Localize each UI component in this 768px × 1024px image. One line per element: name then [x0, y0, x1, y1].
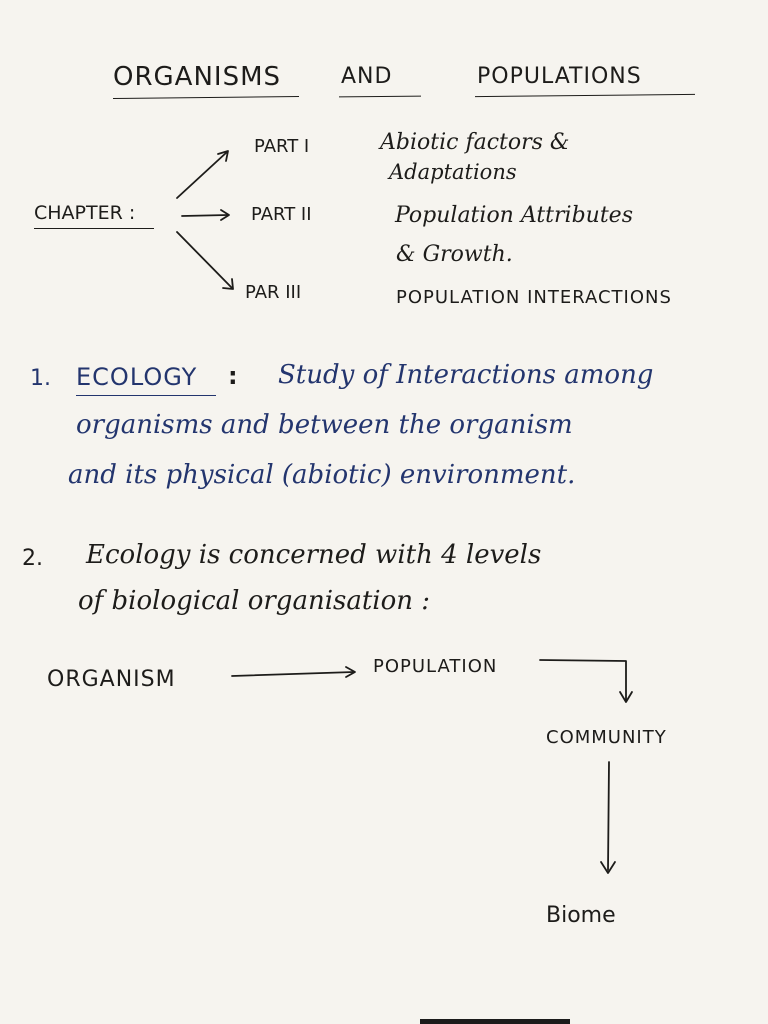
level-population: POPULATION: [373, 656, 498, 677]
point-1-line-2: organisms and between the organism: [76, 410, 573, 440]
chapter-label: CHAPTER :: [34, 202, 136, 224]
title-organisms: ORGANISMS: [113, 62, 282, 92]
part-3-topic-line1: POPULATION INTERACTIONS: [396, 287, 672, 308]
title-and: AND: [341, 64, 393, 89]
point-2-line-1: Ecology is concerned with 4 levels: [86, 540, 542, 570]
point-1-line-1: Study of Interactions among: [278, 360, 654, 390]
point-1-number: 1.: [30, 366, 51, 391]
point-2-line-2: of biological organisation :: [78, 586, 431, 616]
level-biome: Biome: [546, 903, 616, 928]
point-1-colon: :: [228, 362, 238, 390]
part-1-name: PART I: [254, 136, 310, 157]
arrow-population-to-community: [539, 659, 633, 703]
point-1-line-3: and its physical (abiotic) environment.: [68, 460, 576, 490]
part-2-name: PART II: [251, 204, 312, 225]
level-organism: ORGANISM: [47, 667, 176, 692]
point-1-term-underline: [76, 395, 216, 396]
arrow-to-part-3: [176, 231, 234, 290]
title-populations: POPULATIONS: [477, 64, 642, 89]
part-3-name: PAR III: [245, 282, 302, 303]
part-1-topic-line1: Abiotic factors &: [380, 130, 570, 155]
arrow-organism-to-population: [231, 666, 356, 678]
chapter-underline: [34, 228, 154, 229]
point-1-term: ECOLOGY: [76, 363, 198, 391]
part-1-topic-line2: Adaptations: [389, 160, 517, 184]
page-edge-shadow: [420, 1019, 570, 1024]
part-2-topic-line2: & Growth.: [396, 242, 513, 267]
level-community: COMMUNITY: [546, 727, 667, 748]
part-2-topic-line1: Population Attributes: [395, 203, 633, 228]
arrow-community-to-biome: [600, 761, 616, 874]
arrow-to-part-1: [176, 150, 229, 199]
point-2-number: 2.: [22, 546, 43, 571]
arrow-to-part-2: [181, 209, 230, 221]
